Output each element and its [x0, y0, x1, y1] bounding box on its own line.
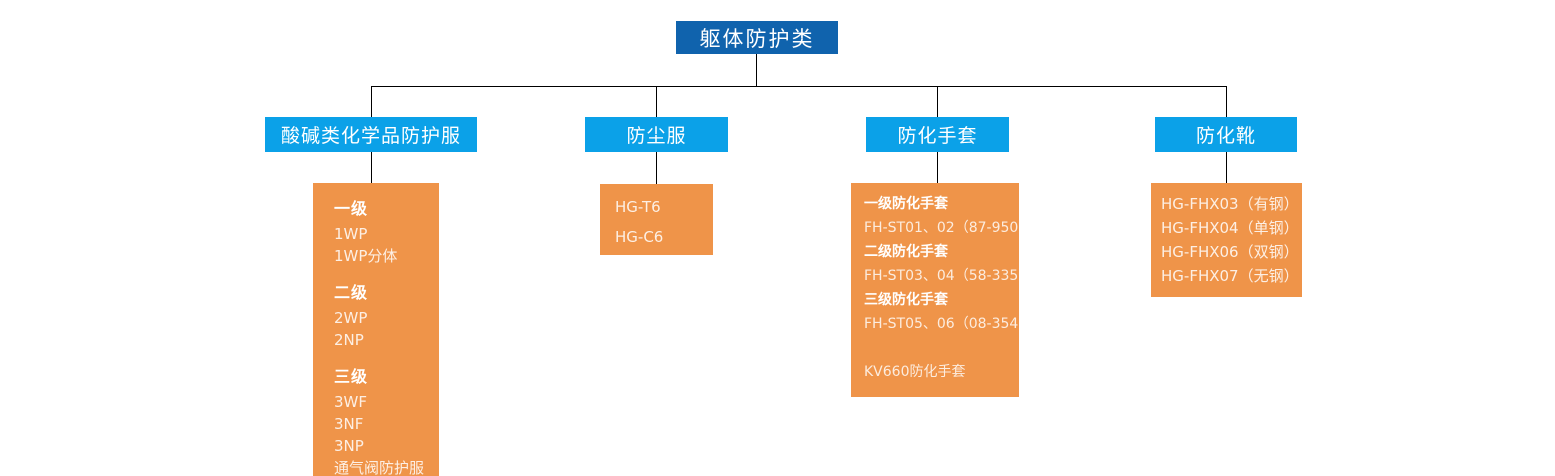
connector-stem-dust-suit: [656, 152, 657, 184]
panel-line: 3WF: [334, 393, 368, 411]
panel-line: KV660防化手套: [864, 364, 966, 380]
panel-line: 一级: [334, 199, 369, 218]
connector-drop-acid-suit: [371, 86, 372, 117]
panel-line: HG-FHX07（无钢）: [1161, 267, 1299, 285]
panel-chem-boots: HG-FHX03（有钢） HG-FHX04（单钢） HG-FHX06（双钢） H…: [1151, 183, 1302, 297]
branch-header-chem-boots: 防化靴: [1155, 117, 1297, 152]
connector-horizontal-bar: [371, 86, 1227, 87]
connector-stem-gloves: [937, 152, 938, 183]
branch-header-chem-gloves: 防化手套: [866, 117, 1009, 152]
panel-line: 3NF: [334, 415, 364, 433]
connector-stem-boots: [1226, 152, 1227, 183]
panel-line: HG-C6: [615, 228, 664, 246]
panel-acid-chemical-suit: 一级 1WP 1WP分体 二级 2WP 2NP 三级 3WF 3NF 3NP 通…: [313, 183, 439, 476]
connector-drop-gloves: [937, 86, 938, 117]
panel-line: 二级防化手套: [864, 244, 948, 260]
panel-line: 一级防化手套: [864, 196, 948, 212]
panel-line: 三级: [334, 367, 369, 386]
panel-line: HG-T6: [615, 198, 661, 216]
panel-line: HG-FHX04（单钢）: [1161, 219, 1299, 237]
panel-line: 1WP分体: [334, 247, 398, 265]
panel-chem-gloves: 一级防化手套 FH-ST01、02（87-950） 二级防化手套 FH-ST03…: [851, 183, 1033, 397]
panel-line: 三级防化手套: [864, 292, 948, 308]
panel-dust-suit: HG-T6 HG-C6: [600, 184, 713, 255]
panel-line: 二级: [334, 283, 369, 302]
connector-drop-dust-suit: [656, 86, 657, 117]
panel-line: HG-FHX03（有钢）: [1161, 195, 1299, 213]
panel-line: FH-ST01、02（87-950）: [864, 220, 1033, 236]
branch-header-dust-suit: 防尘服: [585, 117, 728, 152]
panel-line: 3NP: [334, 437, 364, 455]
panel-line: 2NP: [334, 331, 364, 349]
connector-drop-boots: [1226, 86, 1227, 117]
root-node: 躯体防护类: [676, 21, 838, 54]
panel-line: 1WP: [334, 225, 368, 243]
panel-line: 2WP: [334, 309, 368, 327]
connector-root-stem: [756, 54, 757, 86]
panel-line: FH-ST05、06（08-354）: [864, 316, 1033, 332]
panel-line: HG-FHX06（双钢）: [1161, 243, 1299, 261]
panel-line: 通气阀防护服: [334, 459, 425, 476]
connector-stem-acid-suit: [371, 152, 372, 183]
panel-line: FH-ST03、04（58-335）: [864, 268, 1033, 284]
branch-header-acid-chemical-suit: 酸碱类化学品防护服: [265, 117, 477, 152]
